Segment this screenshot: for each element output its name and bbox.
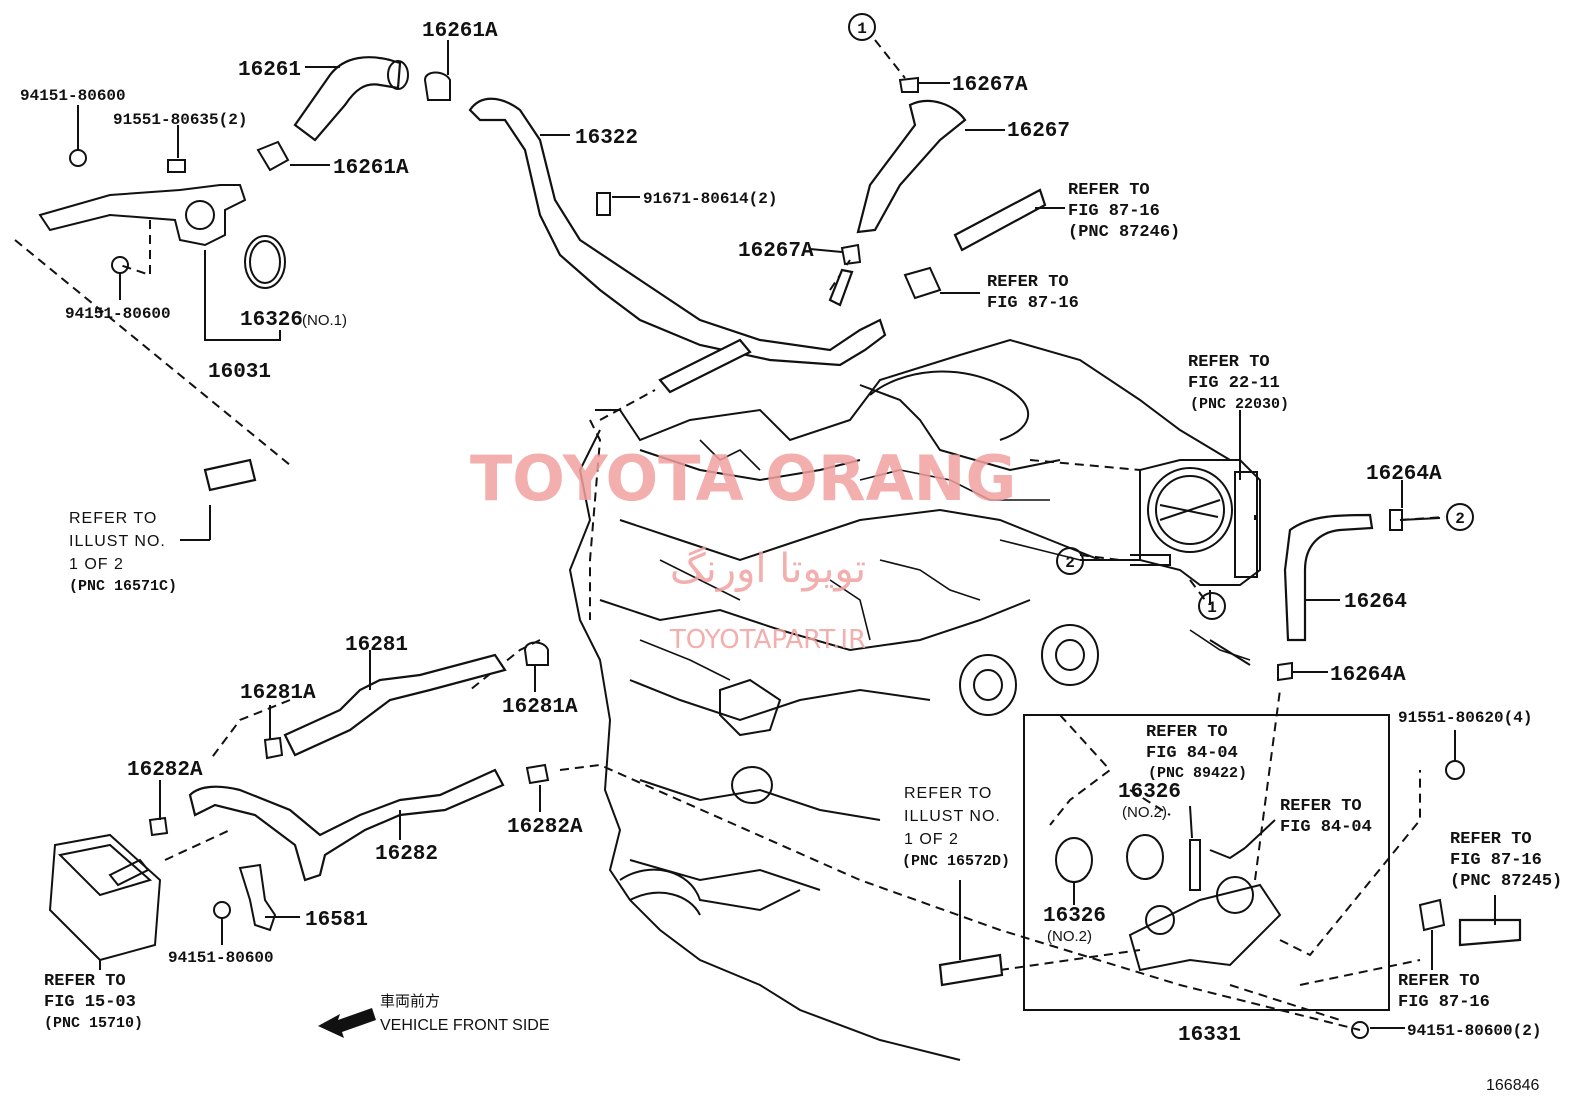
part-label-16282[interactable]: 16282 xyxy=(375,843,438,866)
ref-line: FIG 87-16 xyxy=(1450,851,1542,870)
ref-fig-87-16-pnc87246[interactable]: REFER TO FIG 87-16 (PNC 87246) xyxy=(1068,181,1180,242)
ref-line: REFER TO xyxy=(1398,972,1480,991)
part-label-16581[interactable]: 16581 xyxy=(305,909,368,932)
ref-illust-16571c[interactable]: REFER TO ILLUST NO. 1 OF 2 (PNC 16571C) xyxy=(69,510,177,595)
ref-line: FIG 84-04 xyxy=(1280,818,1372,837)
callout-number: 2 xyxy=(1455,510,1465,528)
part-label-16322[interactable]: 16322 xyxy=(575,127,638,150)
solid-leaders xyxy=(77,40,1496,1029)
part-label-16281A-left[interactable]: 16281A xyxy=(240,682,316,705)
part-label-16264A-bottom[interactable]: 16264A xyxy=(1330,664,1406,687)
callout-2-left: 2 xyxy=(1056,547,1084,575)
watermark-site: TOYOTAPART.IR xyxy=(669,625,866,655)
callout-number: 2 xyxy=(1065,554,1075,572)
ref-fig-15-03[interactable]: REFER TO FIG 15-03 (PNC 15710) xyxy=(44,972,143,1032)
part-label-16281A-right[interactable]: 16281A xyxy=(502,696,578,719)
ref-line: FIG 15-03 xyxy=(44,993,136,1012)
part-label-16261A-mid[interactable]: 16261A xyxy=(333,157,409,180)
ref-line: REFER TO xyxy=(904,785,992,802)
ref-line: (PNC 89422) xyxy=(1148,765,1247,782)
callout-number: 1 xyxy=(857,20,867,38)
part-label-91671-80614[interactable]: 91671-80614(2) xyxy=(643,190,777,208)
ref-line: FIG 87-16 xyxy=(987,294,1079,313)
part-label-91551-80620[interactable]: 91551-80620(4) xyxy=(1398,709,1532,727)
ref-line: 1 OF 2 xyxy=(69,556,124,573)
part-label-16031[interactable]: 16031 xyxy=(208,361,271,384)
hoses xyxy=(188,56,1522,987)
ref-line: REFER TO xyxy=(987,273,1069,292)
watermark-title: TOYOTA ORANG xyxy=(470,442,1016,515)
ref-fig-87-16-b[interactable]: REFER TO FIG 87-16 xyxy=(1398,972,1490,1012)
ref-line: (PNC 87246) xyxy=(1068,223,1180,242)
part-label-16326-no2-a-suffix: (NO.2) xyxy=(1047,928,1092,945)
vehicle-front-indicator: 車両前方 VEHICLE FRONT SIDE xyxy=(318,992,550,1038)
ref-fig-84-04-pnc89422[interactable]: REFER TO FIG 84-04 (PNC 89422) xyxy=(1146,723,1247,782)
ref-illust-16572d[interactable]: REFER TO ILLUST NO. 1 OF 2 (PNC 16572D) xyxy=(902,785,1010,870)
part-label-16261[interactable]: 16261 xyxy=(238,59,301,82)
ref-line: FIG 84-04 xyxy=(1146,744,1238,763)
ref-line: ILLUST NO. xyxy=(69,533,166,550)
figure-number: 166846 xyxy=(1486,1077,1539,1094)
callout-2-right: 2 xyxy=(1446,503,1474,531)
part-label-16331[interactable]: 16331 xyxy=(1178,1024,1241,1047)
part-label-16326-no2-a[interactable]: 16326 xyxy=(1043,905,1106,928)
ref-line: 1 OF 2 xyxy=(904,831,959,848)
ref-fig-87-16-pnc87245[interactable]: REFER TO FIG 87-16 (PNC 87245) xyxy=(1450,830,1562,891)
part-label-94151-top[interactable]: 94151-80600 xyxy=(20,87,126,105)
callout-number: 1 xyxy=(1207,599,1217,617)
direction-en: VEHICLE FRONT SIDE xyxy=(380,1017,550,1034)
watermark-persian: تویوتا اورنگ xyxy=(670,546,866,592)
ref-line: REFER TO xyxy=(1068,181,1150,200)
ref-fig-84-04[interactable]: REFER TO FIG 84-04 xyxy=(1280,797,1372,837)
part-label-16282A-left[interactable]: 16282A xyxy=(127,759,203,782)
callout-1-right: 1 xyxy=(1198,592,1226,620)
ref-fig-87-16-a[interactable]: REFER TO FIG 87-16 xyxy=(987,273,1079,313)
arrow-left-icon xyxy=(318,1008,376,1038)
part-label-16267A-top[interactable]: 16267A xyxy=(952,74,1028,97)
part-label-16281[interactable]: 16281 xyxy=(345,634,408,657)
ref-line: REFER TO xyxy=(44,972,126,991)
ref-line: (PNC 16571C) xyxy=(69,578,177,595)
part-label-16267A-mid[interactable]: 16267A xyxy=(738,240,814,263)
ref-line: REFER TO xyxy=(1146,723,1228,742)
throttle-body-drawing xyxy=(1130,459,1261,586)
part-label-16326-no1-suffix: (NO.1) xyxy=(302,312,347,329)
ref-line: ILLUST NO. xyxy=(904,808,1001,825)
direction-jp: 車両前方 xyxy=(380,992,440,1010)
dashed-leaders xyxy=(14,39,1446,1031)
ref-line: (PNC 22030) xyxy=(1190,396,1289,413)
part-label-16264[interactable]: 16264 xyxy=(1344,591,1407,614)
component-outlines xyxy=(38,71,1465,1039)
part-label-16326-no2-b[interactable]: 16326 xyxy=(1118,781,1181,804)
ref-line: REFER TO xyxy=(1450,830,1532,849)
part-label-94151-left[interactable]: 94151-80600 xyxy=(65,305,171,323)
part-label-16282A-right[interactable]: 16282A xyxy=(507,816,583,839)
part-label-16326-no1[interactable]: 16326 xyxy=(240,309,303,332)
ref-line: FIG 87-16 xyxy=(1398,993,1490,1012)
ref-line: (PNC 16572D) xyxy=(902,853,1010,870)
ref-line: (PNC 87245) xyxy=(1450,872,1562,891)
ref-line: REFER TO xyxy=(1280,797,1362,816)
part-label-91551-80635[interactable]: 91551-80635(2) xyxy=(113,111,247,129)
part-label-16261A-top[interactable]: 16261A xyxy=(422,20,498,43)
ref-line: FIG 22-11 xyxy=(1188,374,1280,393)
part-label-16264A-top[interactable]: 16264A xyxy=(1366,463,1442,486)
ref-line: REFER TO xyxy=(69,510,157,527)
part-label-94151-bottom[interactable]: 94151-80600 xyxy=(168,949,274,967)
engine-block-drawing xyxy=(568,338,1251,1061)
part-label-16267[interactable]: 16267 xyxy=(1007,120,1070,143)
ref-fig-22-11[interactable]: REFER TO FIG 22-11 (PNC 22030) xyxy=(1188,353,1289,413)
ref-line: (PNC 15710) xyxy=(44,1015,143,1032)
ref-line: REFER TO xyxy=(1188,353,1270,372)
part-label-94151-80600-2[interactable]: 94151-80600(2) xyxy=(1407,1022,1541,1040)
part-label-16326-no2-b-suffix: (NO.2) xyxy=(1122,804,1167,821)
ref-line: FIG 87-16 xyxy=(1068,202,1160,221)
callout-1-top: 1 xyxy=(848,13,876,41)
